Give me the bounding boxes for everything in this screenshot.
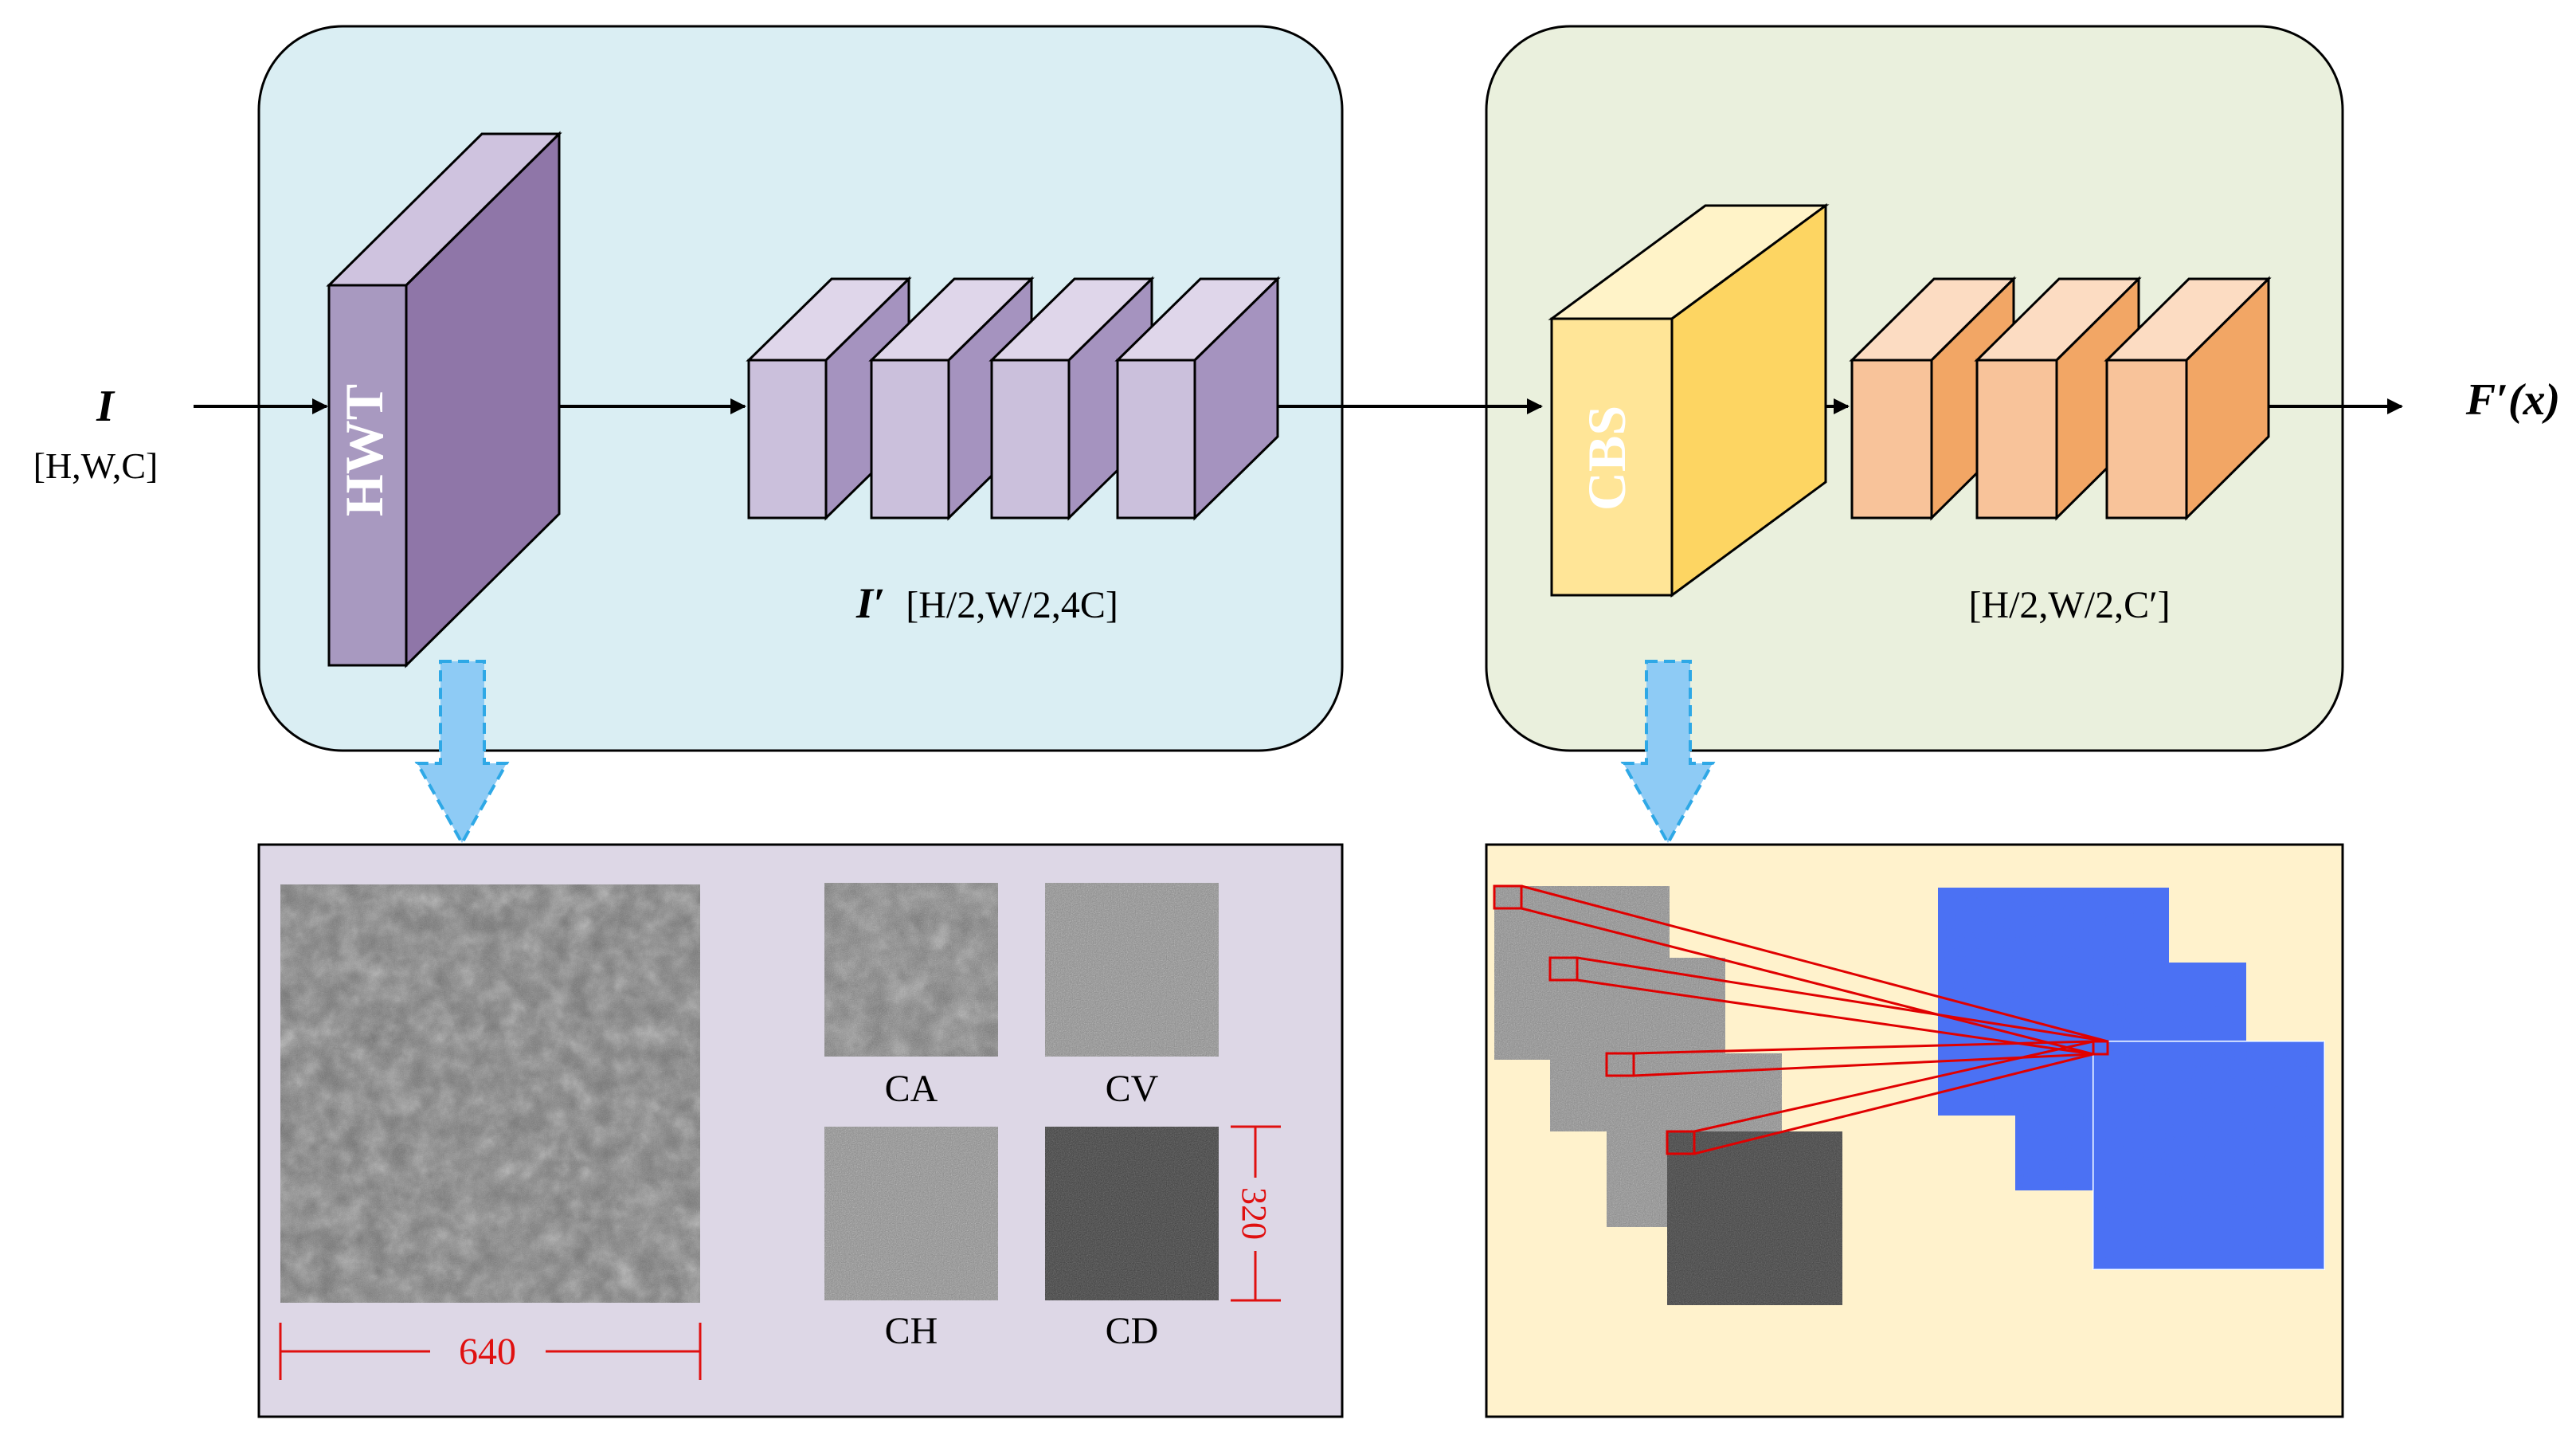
width-measure-640	[279, 1323, 702, 1380]
hwt-output-symbol: I′	[855, 579, 885, 627]
input-feature-map	[1667, 1131, 1842, 1305]
subband-cv-image	[1045, 883, 1219, 1057]
height-measure-label: 320	[1235, 1187, 1274, 1240]
cbs-feature-cube	[1849, 276, 2017, 521]
cbs-feature-maps	[1849, 276, 2272, 521]
receptive-field-links	[1493, 884, 2109, 1155]
output-feature-stack	[1938, 888, 2325, 1270]
subband-label-ca: CA	[885, 1068, 938, 1110]
subband-ch-image	[824, 1127, 998, 1300]
hwt-label: HWT	[334, 384, 394, 516]
subband-label-cv: CV	[1106, 1068, 1159, 1110]
hwt-output-shape: [H/2,W/2,4C]	[906, 584, 1118, 626]
subband-cd-image	[1045, 1127, 1219, 1300]
hwt-feature-maps	[746, 276, 1281, 521]
hwt-block: HWT	[326, 131, 562, 669]
hwt-feature-cube	[989, 276, 1155, 521]
down-arrow-cbs	[1620, 660, 1716, 847]
subband-label-cd: CD	[1106, 1310, 1159, 1352]
hwt-feature-cube	[868, 276, 1035, 521]
input-symbol: I	[96, 382, 115, 431]
down-arrow-hwt	[414, 660, 510, 847]
cbs-label: CBS	[1576, 406, 1637, 511]
output-feature-map	[2093, 1041, 2325, 1270]
input-aerial-image	[280, 884, 700, 1303]
cbs-block: CBS	[1548, 203, 1830, 598]
hwt-output-label: I′ [H/2,W/2,4C]	[855, 579, 1118, 627]
cbs-output-shape: [H/2,W/2,C′]	[1968, 584, 2170, 626]
width-measure-label: 640	[459, 1331, 516, 1373]
hwt-feature-cube	[746, 276, 912, 521]
cbs-feature-cube	[2104, 276, 2272, 521]
subband-ca-image	[824, 883, 998, 1057]
cbs-feature-cube	[1974, 276, 2142, 521]
hwt-feature-cube	[1114, 276, 1281, 521]
output-symbol: F′(x)	[2465, 375, 2560, 425]
input-feature-stack	[1494, 886, 1842, 1305]
subband-label-ch: CH	[885, 1310, 938, 1352]
height-measure-320	[1231, 1125, 1281, 1302]
input-shape: [H,W,C]	[33, 445, 159, 486]
